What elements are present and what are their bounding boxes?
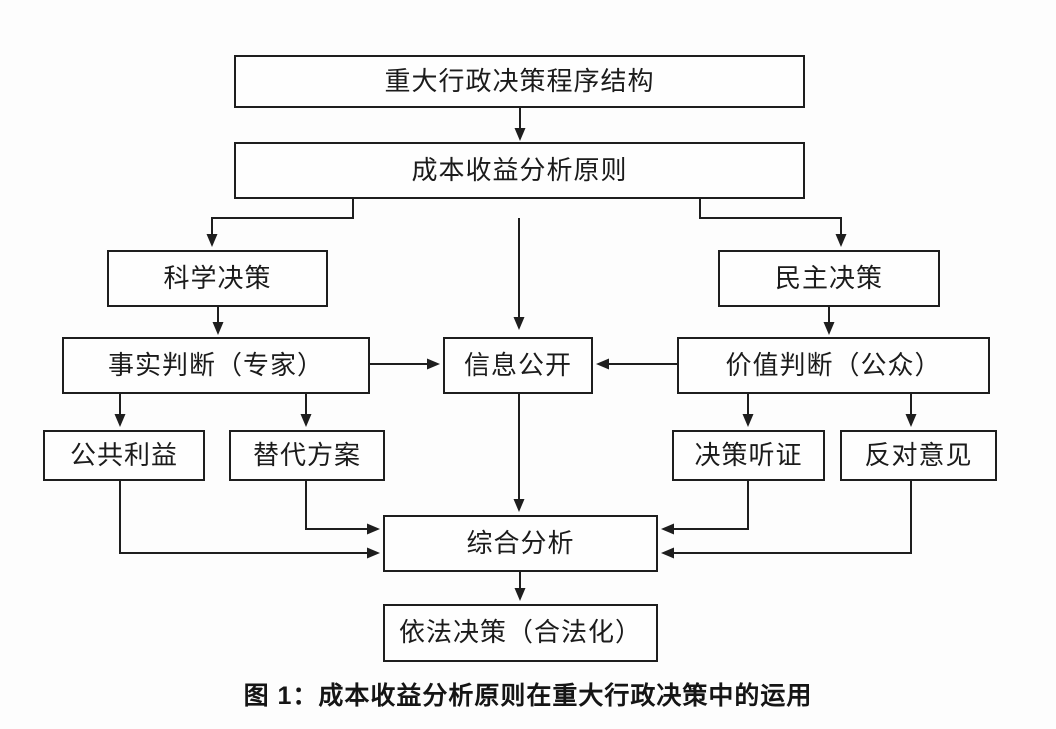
node-scientific-decision: 科学决策	[107, 250, 328, 307]
node-fact-judgment-label: 事实判断（专家）	[107, 350, 324, 380]
edge-opposing-to-comprehensive	[661, 481, 912, 559]
node-information-disclosure-label: 信息公开	[463, 350, 572, 380]
node-democratic-decision: 民主决策	[718, 250, 940, 307]
edge-hearing-to-comprehensive	[661, 481, 749, 535]
node-decision-hearing-label: 决策听证	[694, 440, 803, 470]
node-lawful-decision-label: 依法决策（合法化）	[398, 618, 642, 647]
node-opposing-opinions-label: 反对意见	[864, 440, 973, 470]
node-decision-hearing: 决策听证	[672, 430, 825, 481]
node-public-interest: 公共利益	[43, 430, 205, 481]
edge-principle-to-democratic	[699, 199, 847, 247]
node-cost-benefit-principle-label: 成本收益分析原则	[411, 155, 628, 185]
node-alternative-plans: 替代方案	[229, 430, 385, 481]
node-information-disclosure: 信息公开	[443, 337, 593, 394]
node-public-interest-label: 公共利益	[69, 440, 178, 470]
node-democratic-decision-label: 民主决策	[774, 263, 883, 293]
edge-public-to-comprehensive	[119, 481, 380, 559]
node-opposing-opinions: 反对意见	[840, 430, 997, 481]
node-comprehensive-analysis: 综合分析	[383, 515, 658, 572]
node-procedure-structure: 重大行政决策程序结构	[234, 55, 805, 108]
node-value-judgment-label: 价值判断（公众）	[725, 350, 942, 380]
node-procedure-structure-label: 重大行政决策程序结构	[384, 66, 655, 96]
node-fact-judgment: 事实判断（专家）	[62, 337, 370, 394]
node-cost-benefit-principle: 成本收益分析原则	[234, 142, 805, 199]
figure-caption: 图 1：成本收益分析原则在重大行政决策中的运用	[243, 682, 813, 710]
edge-alternative-to-comprehensive	[305, 481, 380, 535]
node-value-judgment: 价值判断（公众）	[677, 337, 990, 394]
node-lawful-decision: 依法决策（合法化）	[383, 604, 658, 662]
node-alternative-plans-label: 替代方案	[252, 440, 361, 470]
node-comprehensive-analysis-label: 综合分析	[466, 528, 575, 558]
node-scientific-decision-label: 科学决策	[163, 263, 272, 293]
edge-principle-to-scientific	[206, 199, 354, 247]
